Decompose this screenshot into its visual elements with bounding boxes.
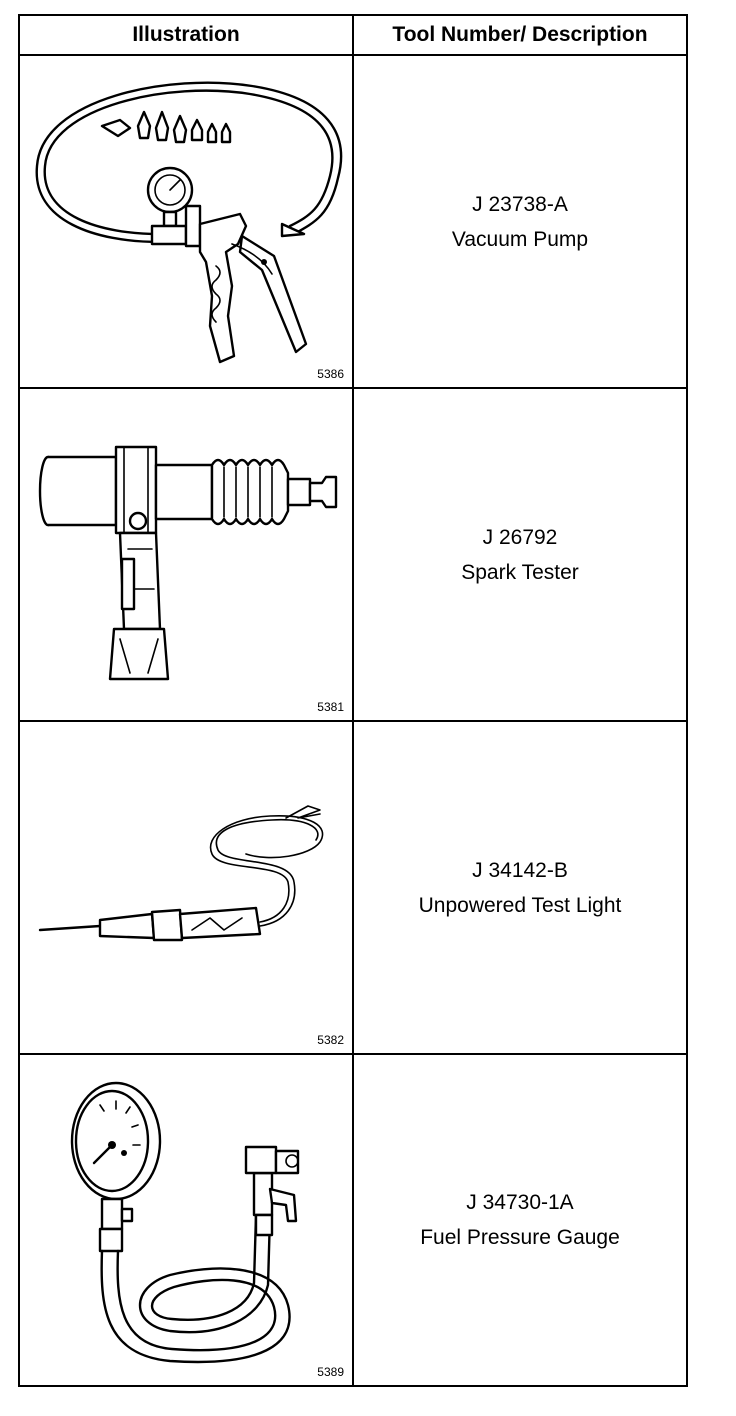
figure-number: 5381	[317, 700, 344, 714]
spark-tester-icon	[38, 445, 338, 681]
illustration-cell: 5386	[20, 56, 354, 387]
illustration-cell: 5381	[20, 389, 354, 720]
tool-name: Unpowered Test Light	[418, 893, 622, 917]
illustration-cell: 5389	[20, 1055, 354, 1385]
description-cell: J 34142-B Unpowered Test Light	[354, 722, 686, 1053]
tool-number: J 34730-1A	[466, 1191, 574, 1214]
tool-number: J 26792	[482, 525, 558, 549]
header-description: Tool Number/ Description	[392, 23, 648, 46]
header-illustration: Illustration	[20, 16, 354, 54]
figure-number: 5386	[317, 367, 344, 381]
fuel-pressure-gauge-icon	[70, 1081, 300, 1364]
test-light-icon	[38, 805, 324, 942]
tool-name: Fuel Pressure Gauge	[420, 1226, 620, 1249]
tool-number: J 34142-B	[472, 858, 568, 882]
illustration-cell: 5382	[20, 722, 354, 1053]
tool-table: Illustration Tool Number/ Description	[18, 14, 688, 1387]
table-row: 5381 J 26792 Spark Tester	[20, 389, 686, 722]
figure-number: 5382	[317, 1033, 344, 1047]
vacuum-pump-icon	[35, 81, 343, 364]
tool-name: Vacuum Pump	[451, 227, 589, 251]
table-header: Illustration Tool Number/ Description	[20, 16, 686, 56]
table-row: 5386 J 23738-A Vacuum Pump	[20, 56, 686, 389]
table-row: 5382 J 34142-B Unpowered Test Light	[20, 722, 686, 1055]
description-cell: J 26792 Spark Tester	[354, 389, 686, 720]
tool-name: Spark Tester	[461, 560, 579, 584]
figure-number: 5389	[317, 1365, 344, 1379]
tool-number: J 23738-A	[472, 192, 568, 216]
description-cell: J 23738-A Vacuum Pump	[354, 56, 686, 387]
table-row: 5389 J 34730-1A Fuel Pressure Gauge	[20, 1055, 686, 1385]
description-cell: J 34730-1A Fuel Pressure Gauge	[354, 1055, 686, 1385]
